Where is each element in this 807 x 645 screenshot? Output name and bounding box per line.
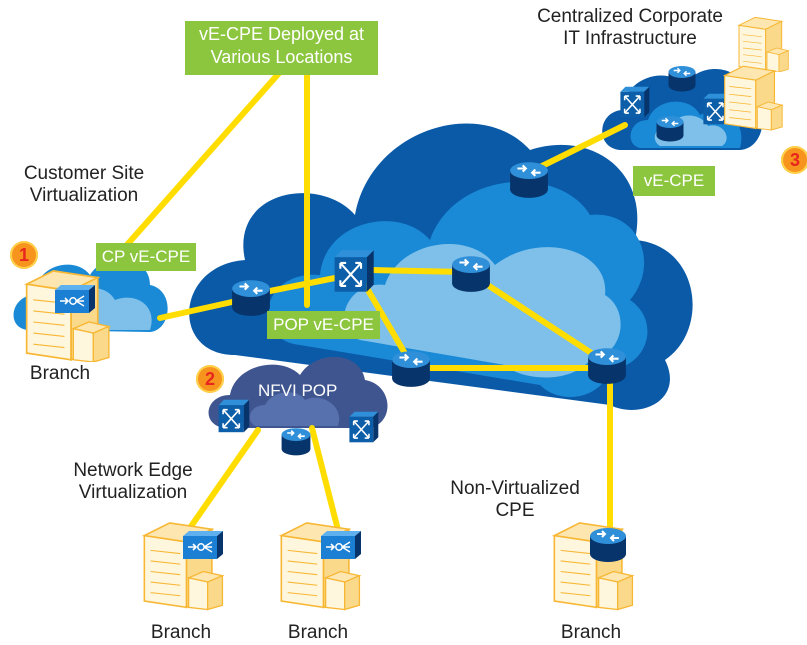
corporate-vecpe-label: vE-CPE [633, 166, 715, 196]
router-icon [231, 279, 271, 317]
switch-icon [619, 85, 651, 119]
switch-icon [348, 410, 380, 444]
branch-label-edge1: Branch [150, 622, 212, 643]
nonvirt-label-line2: CPE [495, 499, 535, 521]
customer-label-line1: Customer Site [23, 163, 145, 184]
router-icon [667, 65, 697, 93]
building-icon [724, 65, 783, 131]
deployed-callout: vE-CPE Deployed at Various Locations [185, 21, 378, 75]
switch-icon [333, 249, 375, 293]
badge-1: 1 [10, 241, 38, 269]
badge-3: 3 [781, 146, 807, 174]
customer-label-line2: Virtualization [29, 184, 139, 206]
edge-label-line2: Virtualization [78, 481, 188, 503]
link-corporate [527, 122, 628, 175]
router-icon [655, 115, 685, 143]
link-switch-router2 [367, 267, 468, 275]
link-router2-router4 [477, 277, 608, 365]
network-links [115, 69, 628, 538]
badge-2: 2 [196, 365, 224, 393]
customer-title: Customer Site Virtualization [4, 163, 164, 207]
cp-vecpe-label: CP vE-CPE [96, 243, 196, 271]
router-icon [509, 161, 549, 199]
router-icon [589, 527, 627, 563]
link-switch-router3 [362, 282, 413, 365]
pop-vecpe-label: POP vE-CPE [267, 311, 380, 339]
gateway-icon [54, 284, 96, 314]
edge-title: Network Edge Virtualization [38, 460, 228, 504]
link-branch-left [182, 427, 261, 538]
link-cp-deployed [115, 69, 283, 258]
edge-label-line1: Network Edge [73, 460, 193, 481]
corporate-title: Centralized Corporate IT Infrastructure [510, 6, 750, 50]
router-icon [451, 255, 491, 293]
router-icon [587, 347, 627, 385]
router-icon [391, 350, 431, 388]
deployed-label-line2: Various Locations [210, 46, 353, 67]
nonvirt-title: Non-Virtualized CPE [425, 478, 605, 522]
nonvirt-label-line1: Non-Virtualized [450, 478, 580, 499]
corporate-label-line1: Centralized Corporate [537, 6, 723, 27]
gateway-icon [182, 530, 224, 560]
branch-label-edge2: Branch [287, 622, 349, 643]
switch-icon [217, 398, 251, 434]
nfvi-pop-cloud [208, 356, 388, 428]
router-icon [280, 427, 312, 457]
link-branch-mid [309, 425, 341, 533]
deployed-label-line1: vE-CPE Deployed at [198, 24, 365, 44]
corporate-label-line2: IT Infrastructure [563, 27, 697, 49]
branch-label-nonvirt: Branch [560, 622, 622, 643]
branch-label-customer: Branch [29, 363, 91, 384]
building-icon [25, 270, 110, 362]
gateway-icon [320, 530, 362, 560]
nfvi-pop-label: NFVI POP [258, 381, 338, 400]
